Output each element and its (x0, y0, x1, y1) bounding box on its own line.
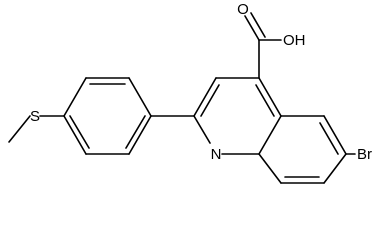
bond-c2-c3 (193, 77, 217, 117)
bond-c6-c7 (323, 153, 347, 184)
bond-phenyl-6 (63, 115, 87, 155)
bond-phenyl-1 (63, 77, 87, 117)
bond-c4-c4a-double (255, 84, 275, 117)
bond-c2-c3-double (200, 84, 220, 117)
bromine-label: Br (357, 146, 372, 163)
methylthio-group (8, 115, 65, 143)
carbonyl-oxygen-label: O (237, 1, 249, 18)
bond-phenyl-3 (128, 77, 152, 117)
quinoline-benzo-ring (258, 115, 347, 184)
bond-phenyl-inner-c (69, 115, 90, 149)
bond-carboxyl-o-double-b (250, 12, 266, 38)
hydroxyl-label: OH (283, 32, 306, 49)
phenyl-ring (63, 77, 152, 155)
bond-methyl-s (8, 115, 31, 143)
quinoline-pyridine-ring (193, 77, 282, 155)
bond-c4-c4a (258, 77, 282, 117)
bond-phenyl-inner-b (125, 115, 146, 149)
sulfur-label: S (30, 108, 40, 125)
bond-carboxyl-o-double-a (244, 15, 260, 41)
bond-c5-c6-double (319, 122, 339, 155)
nitrogen-label: N (211, 146, 222, 163)
molecule-structure-diagram: S N Br O OH (8, 1, 372, 184)
bond-c8-c8a (258, 153, 282, 184)
bond-c4a-c8a (258, 115, 282, 155)
bond-phenyl-4 (128, 115, 152, 155)
carboxylic-acid-group (244, 12, 282, 79)
bond-c5-c6 (323, 115, 347, 155)
bond-n-c2 (193, 115, 211, 144)
